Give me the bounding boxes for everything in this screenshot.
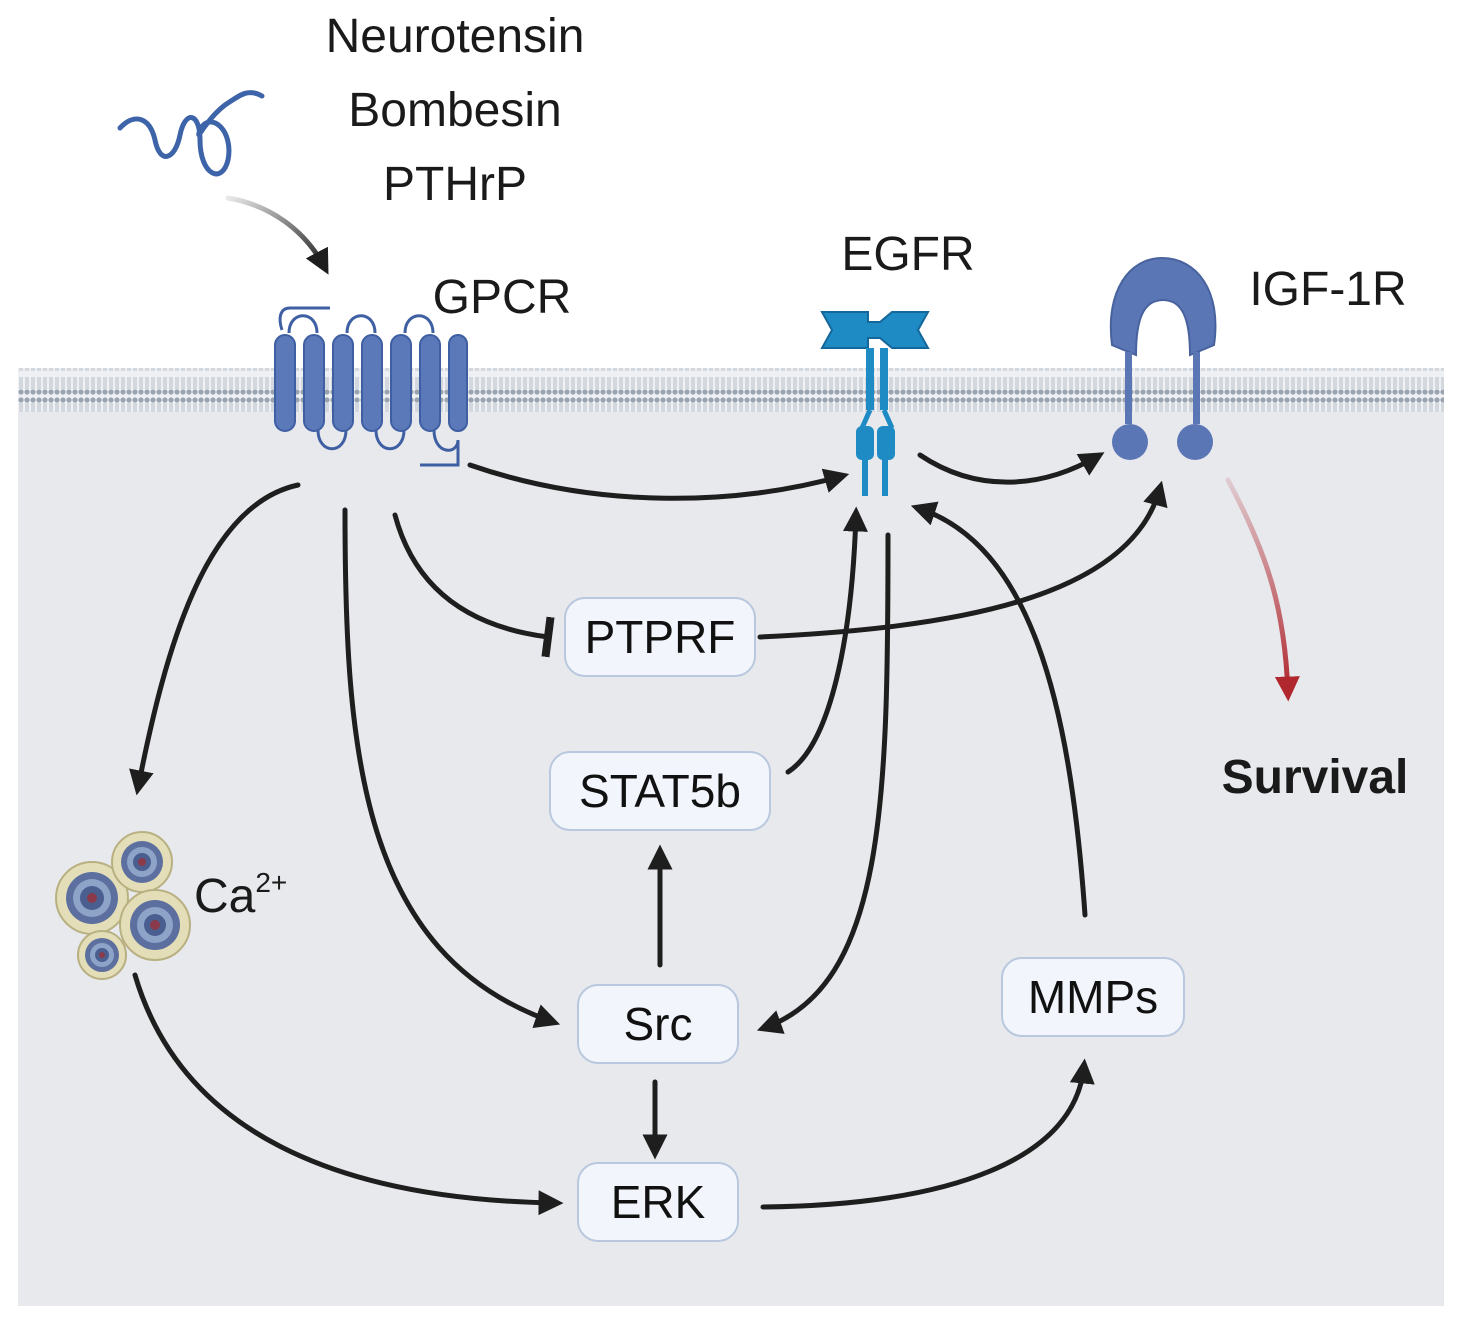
igf1r-receptor-icon (1109, 256, 1217, 460)
ligand-peptide-icon (117, 90, 265, 177)
arrow-stat5b-to-egfr (785, 506, 868, 775)
arrow-egfr-to-src (756, 532, 891, 1034)
arrow-gpcr-to-calcium (129, 482, 301, 796)
arrow-calcium-to-erk (132, 972, 564, 1216)
node-mmps-label: MMPs (1028, 971, 1158, 1023)
gpcr-receptor-icon (274, 306, 468, 467)
egfr-label: EGFR (841, 228, 974, 281)
calcium-label: Ca2+ (194, 867, 287, 923)
inhibition-gpcr-to-ptprf (392, 512, 555, 658)
ligand-label-pthrp: PTHrP (383, 158, 527, 211)
node-stat5b-label: STAT5b (579, 765, 741, 817)
arrow-erk-to-mmps (760, 1058, 1095, 1210)
node-ptprf-label: PTPRF (585, 611, 736, 663)
ligand-label-bombesin: Bombesin (348, 84, 561, 137)
pathway-arrows (129, 452, 1300, 1216)
node-erk: ERK (577, 1162, 739, 1242)
gpcr-label: GPCR (433, 271, 572, 324)
node-ptprf: PTPRF (564, 597, 756, 677)
calcium-label-base: Ca (194, 870, 256, 923)
calcium-vesicles-icon (55, 831, 191, 980)
arrow-gpcr-to-egfr (467, 462, 850, 501)
igf1r-label: IGF-1R (1249, 263, 1406, 316)
node-erk-label: ERK (611, 1176, 706, 1228)
ligand-label-neurotensin: Neurotensin (326, 10, 585, 63)
cell-membrane (18, 368, 1444, 412)
node-mmps: MMPs (1001, 957, 1185, 1037)
node-src: Src (577, 984, 739, 1064)
arrow-mmps-to-egfr (910, 501, 1088, 918)
ligand-to-gpcr-arrow (225, 195, 329, 275)
arrow-egfr-to-igf1r (917, 452, 1105, 485)
survival-label: Survival (1222, 751, 1409, 804)
arrow-gpcr-to-src (342, 507, 561, 1029)
calcium-label-superscript: 2+ (255, 867, 287, 898)
arrow-igf1r-to-survival (1225, 477, 1300, 702)
cytoplasm (18, 388, 1444, 1306)
egfr-receptor-icon (820, 311, 930, 496)
node-src-label: Src (624, 998, 693, 1050)
node-stat5b: STAT5b (549, 751, 771, 831)
